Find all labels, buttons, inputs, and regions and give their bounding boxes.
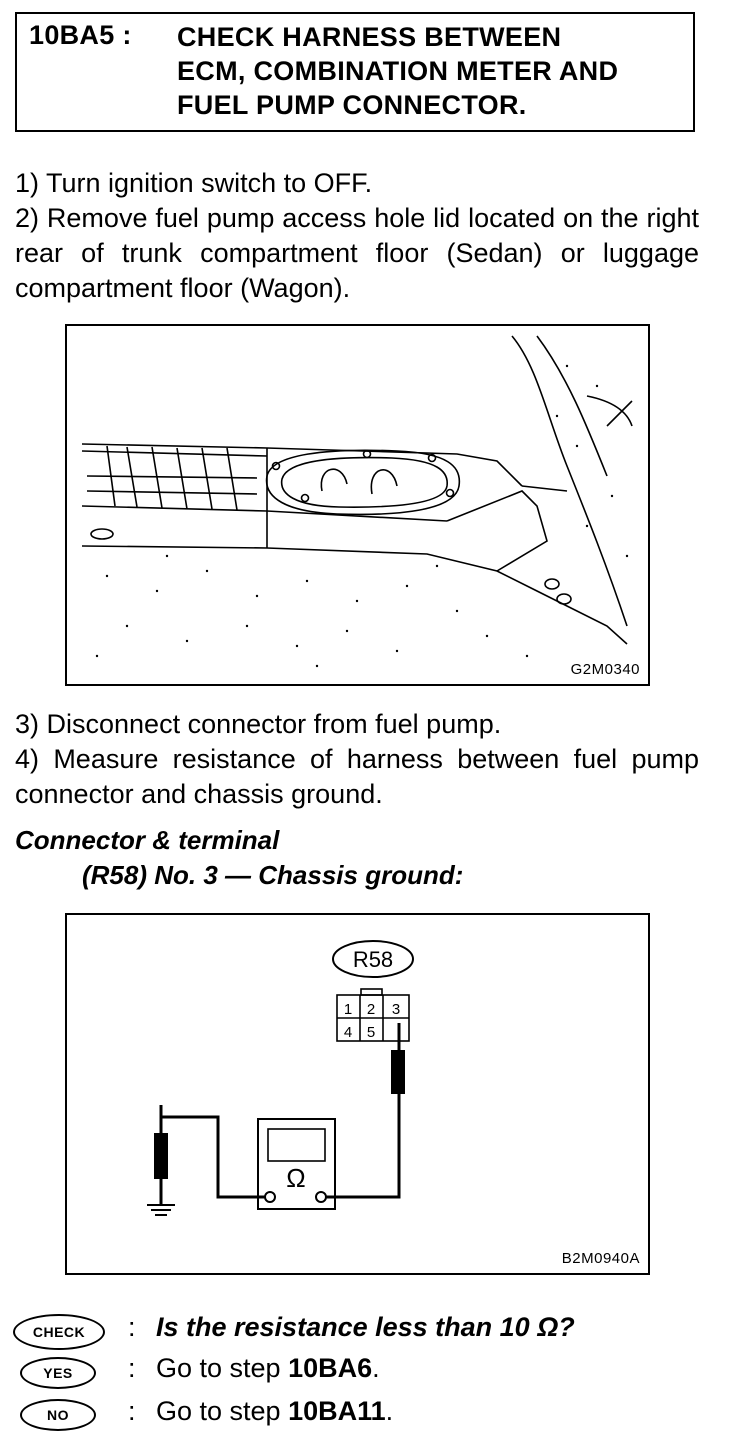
probe-tip-right: [391, 1050, 405, 1094]
measurement-figure: R58 1 2 3 4 5 Ω B2M0940A: [65, 913, 650, 1275]
yes-step-link[interactable]: 10BA6: [288, 1353, 373, 1383]
figure-code: B2M0940A: [561, 1250, 640, 1267]
check-badge: CHECK: [13, 1314, 105, 1350]
no-answer: Go to step 10BA11.: [156, 1396, 393, 1427]
figure-code: G2M0340: [570, 661, 640, 678]
no-badge: NO: [20, 1399, 96, 1431]
ohm-symbol: Ω: [286, 1163, 305, 1193]
yes-answer: Go to step 10BA6.: [156, 1353, 380, 1384]
pin-1: 1: [344, 1001, 352, 1018]
pin-2: 2: [367, 1001, 375, 1018]
yes-separator: :: [128, 1353, 136, 1383]
step-code: 10BA5 :: [29, 20, 132, 50]
check-question: Is the resistance less than 10 Ω?: [156, 1312, 575, 1342]
pin-3: 3: [392, 1001, 400, 1018]
step-title-line-2: ECM, COMBINATION METER AND: [177, 56, 619, 86]
pin-5: 5: [367, 1024, 375, 1041]
yes-answer-prefix: Go to step: [156, 1353, 289, 1383]
step-title-line-1: CHECK HARNESS BETWEEN: [177, 22, 562, 52]
instruction-step-3: 3) Disconnect connector from fuel pump.: [15, 709, 502, 739]
instruction-step-1: 1) Turn ignition switch to OFF.: [15, 168, 373, 198]
check-separator: :: [128, 1312, 136, 1342]
no-answer-prefix: Go to step: [156, 1396, 289, 1426]
step-title-line-3: FUEL PUMP CONNECTOR.: [177, 90, 527, 120]
ohmmeter-display: [267, 1128, 326, 1162]
pin-4: 4: [344, 1024, 352, 1041]
yes-answer-suffix: .: [372, 1353, 380, 1383]
connector-label-oval: [332, 940, 414, 978]
yes-badge: YES: [20, 1357, 96, 1389]
connector-heading: Connector & terminal: [15, 825, 280, 855]
ohmmeter-body: [257, 1118, 336, 1210]
instruction-step-2: 2) Remove fuel pump access hole lid loca…: [15, 203, 699, 303]
no-answer-suffix: .: [385, 1396, 394, 1426]
connector-subheading: (R58) No. 3 — Chassis ground:: [82, 860, 464, 890]
no-step-link[interactable]: 10BA11: [288, 1396, 386, 1426]
no-separator: :: [128, 1396, 136, 1426]
step-header-box: 10BA5 : CHECK HARNESS BETWEEN ECM, COMBI…: [15, 12, 695, 132]
instruction-step-4: 4) Measure resistance of harness between…: [15, 744, 699, 809]
trunk-floor-figure: G2M0340: [65, 324, 650, 686]
connector-label: R58: [353, 947, 393, 972]
trunk-floor-illustration: [81, 335, 633, 668]
step-title: CHECK HARNESS BETWEEN ECM, COMBINATION M…: [177, 20, 618, 122]
measurement-diagram: R58 1 2 3 4 5 Ω: [147, 940, 414, 1216]
